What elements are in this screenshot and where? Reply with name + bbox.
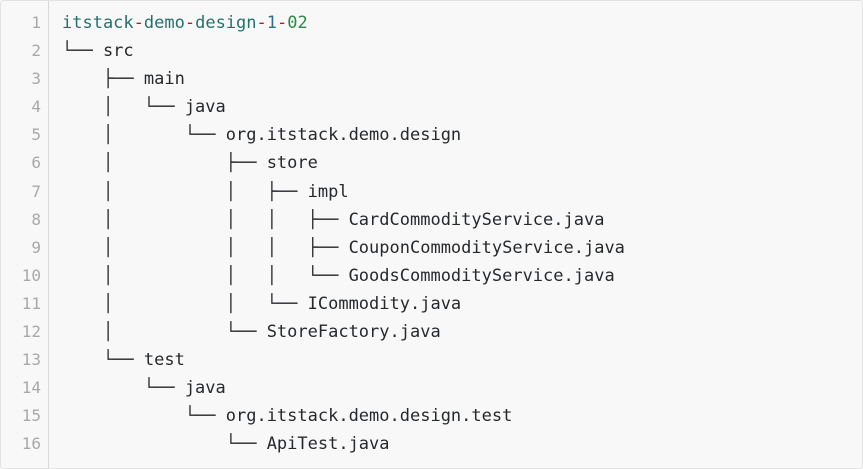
code-line: │ └── StoreFactory.java [62, 322, 441, 343]
syntax-token: 02 [287, 13, 308, 33]
syntax-token: design [195, 13, 257, 33]
line-number: 12 [21, 322, 41, 342]
code-line: └── ApiTest.java [62, 434, 390, 455]
code-line: └── src [62, 41, 134, 62]
syntax-token: - [277, 13, 288, 33]
code-line: │ │ │ └── GoodsCommodityService.java [62, 265, 615, 286]
line-number: 4 [31, 97, 41, 117]
code-line: └── test [62, 350, 185, 371]
syntax-token: - [133, 13, 144, 33]
line-number: 11 [21, 293, 41, 313]
code-line: └── org.itstack.demo.design.test [62, 406, 513, 427]
line-number: 8 [31, 209, 41, 229]
syntax-token: 1 [266, 13, 278, 33]
code-line: │ │ │ ├── CouponCommodityService.java [62, 237, 625, 258]
code-line: itstack-demo-design-1-02 [62, 9, 862, 37]
code-line: │ └── org.itstack.demo.design [62, 125, 462, 146]
syntax-token: - [184, 13, 196, 33]
line-number: 16 [21, 434, 41, 454]
line-number: 10 [21, 265, 41, 285]
syntax-token: demo [143, 13, 185, 33]
line-number: 3 [31, 69, 41, 89]
line-number: 9 [31, 237, 41, 257]
code-line: └── java [62, 378, 226, 399]
file-tree-code-content: itstack-demo-design-1-02└── src ├── main… [49, 1, 862, 468]
code-line: │ │ ├── impl [62, 181, 349, 202]
line-number: 15 [21, 406, 41, 426]
line-number: 7 [31, 181, 41, 201]
syntax-token: - [256, 13, 267, 33]
line-number: 6 [31, 153, 41, 173]
code-line: │ │ └── ICommodity.java [62, 293, 462, 314]
line-number: 14 [21, 378, 41, 398]
code-line: │ │ │ ├── CardCommodityService.java [62, 209, 605, 230]
line-number: 1 [31, 13, 41, 32]
code-line: │ ├── store [62, 153, 318, 174]
syntax-token: itstack [62, 13, 134, 33]
code-line: ├── main [62, 69, 185, 90]
line-number: 5 [31, 125, 41, 145]
code-line: │ └── java [62, 97, 226, 118]
line-number: 13 [21, 350, 41, 370]
line-number: 2 [31, 41, 41, 61]
